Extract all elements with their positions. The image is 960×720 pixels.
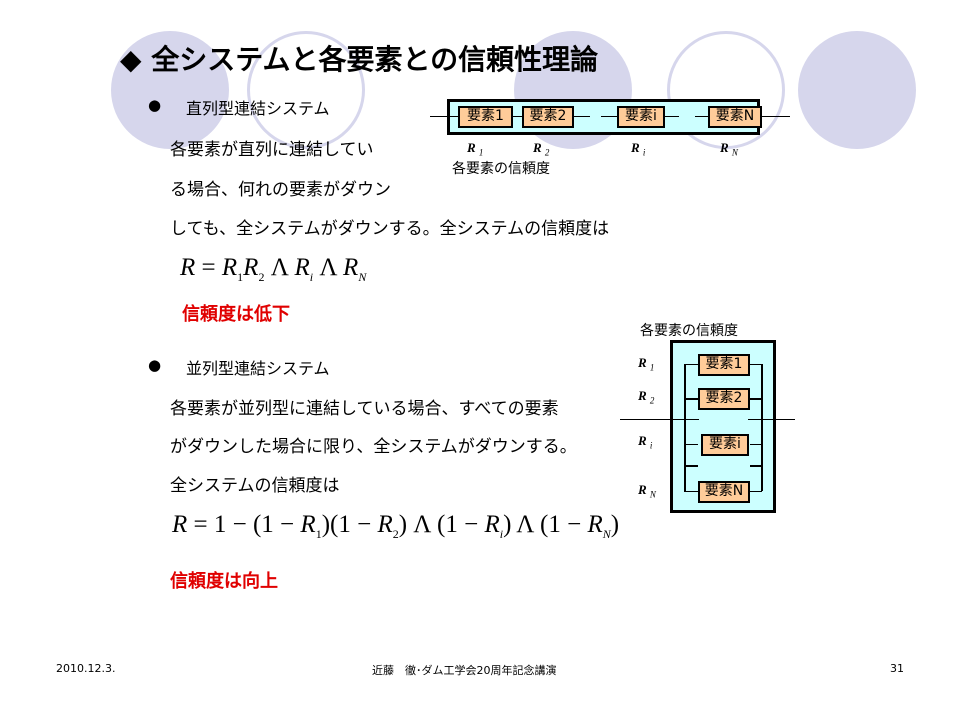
decor-circle xyxy=(111,31,229,149)
parallel-conclusion: 信頼度は向上 xyxy=(170,571,278,592)
decor-circle xyxy=(247,31,365,149)
footer-title: 近藤 徹･ダム工学会20周年記念講演 xyxy=(372,664,557,677)
bullet-icon: ● xyxy=(148,356,162,374)
slide-title: ◆ 全システムと各要素との信頼性理論 xyxy=(120,43,599,76)
diagram-caption: 各要素の信頼度 xyxy=(452,161,550,177)
series-text-line: しても、全システムがダウンする。全システムの信頼度は xyxy=(170,219,610,239)
series-element: 要素1 xyxy=(458,106,513,128)
parallel-heading: 並列型連結システム xyxy=(186,359,330,378)
decor-circle xyxy=(798,31,916,149)
parallel-text-line: がダウンした場合に限り、全システムがダウンする。 xyxy=(170,437,577,457)
parallel-element: 要素1 xyxy=(698,354,750,376)
parallel-formula: R = 1 − (1 − R1)(1 − R2) Λ (1 − Ri) Λ (1… xyxy=(172,511,620,541)
series-text-line: る場合、何れの要素がダウン xyxy=(170,180,391,200)
parallel-text-line: 各要素が並列型に連結している場合、すべての要素 xyxy=(170,399,559,419)
series-conclusion: 信頼度は低下 xyxy=(182,304,290,325)
decor-circle xyxy=(667,31,785,149)
reliability-label: R 1 xyxy=(467,140,484,158)
reliability-label: R i xyxy=(631,140,646,158)
page-number: 31 xyxy=(890,662,904,675)
parallel-element: 要素N xyxy=(698,481,750,503)
series-element: 要素i xyxy=(617,106,665,128)
reliability-label: R 2 xyxy=(638,388,655,406)
diagram-caption: 各要素の信頼度 xyxy=(640,323,738,339)
reliability-label: R i xyxy=(638,433,653,451)
reliability-label: R 1 xyxy=(638,355,655,373)
footer-date: 2010.12.3. xyxy=(56,662,116,675)
series-heading: 直列型連結システム xyxy=(186,99,330,118)
reliability-label: R N xyxy=(638,482,656,500)
series-element: 要素2 xyxy=(522,106,574,128)
parallel-element: 要素i xyxy=(701,434,749,456)
series-text-line: 各要素が直列に連結してい xyxy=(170,140,374,160)
series-formula: R = R1R2 Λ Ri Λ RN xyxy=(180,254,367,284)
reliability-label: R N xyxy=(720,140,738,158)
bullet-icon: ● xyxy=(148,96,162,114)
parallel-element: 要素2 xyxy=(698,388,750,410)
reliability-label: R 2 xyxy=(533,140,550,158)
parallel-text-line: 全システムの信頼度は xyxy=(170,476,340,496)
series-element: 要素N xyxy=(708,106,762,128)
